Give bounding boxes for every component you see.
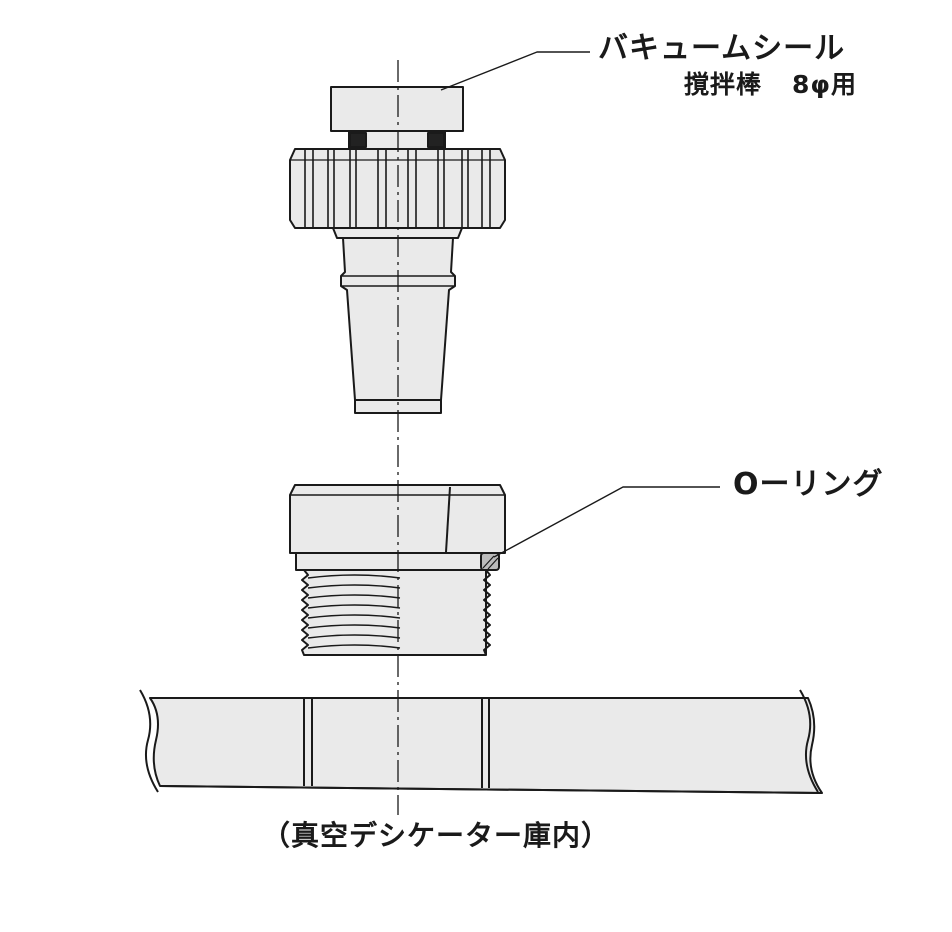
seal-neck-ring-right bbox=[427, 132, 445, 148]
o-ring-hatch bbox=[482, 555, 499, 570]
adapter-threaded-shank bbox=[301, 569, 487, 656]
break-mark-right bbox=[799, 689, 819, 793]
thread-lines bbox=[307, 574, 401, 649]
stirring-rod-size: 8φ用 bbox=[792, 70, 857, 99]
seal-thread-collar bbox=[332, 227, 463, 239]
desiccator-caption: （真空デシケーター庫内） bbox=[262, 819, 611, 852]
stirring-rod-prefix: 撹拌棒 bbox=[684, 70, 763, 99]
wall-joint-right bbox=[481, 698, 490, 788]
vacuum-seal-label: バキュームシール bbox=[598, 31, 846, 66]
knurl-grooves bbox=[290, 149, 505, 228]
wall-body bbox=[149, 697, 823, 794]
seal-neck-ring-left bbox=[349, 132, 367, 148]
break-mark-left bbox=[139, 689, 159, 793]
knurled-nut bbox=[289, 148, 506, 229]
o-ring-label: Oーリング bbox=[733, 467, 884, 502]
leader-line-oring bbox=[493, 486, 720, 558]
wall-joint-left bbox=[303, 698, 313, 786]
stirring-rod-label: 撹拌棒 8φ用 bbox=[684, 72, 857, 97]
thread-profile-right bbox=[483, 569, 491, 656]
vacuum-seal-assembly bbox=[289, 86, 506, 414]
seal-top-cap bbox=[330, 86, 464, 132]
adapter-shoulder bbox=[295, 552, 496, 571]
desiccator-wall bbox=[139, 689, 823, 794]
leader-line-seal bbox=[440, 51, 590, 91]
